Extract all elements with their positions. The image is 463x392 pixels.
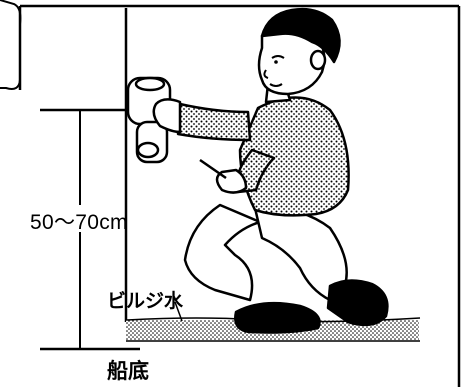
back-shoe: [326, 279, 389, 327]
dimension-lines: [40, 108, 140, 351]
jacket-torso: [238, 96, 350, 217]
man-hair: [260, 7, 341, 64]
bilge-water-label: ビルジ水: [107, 291, 184, 312]
height-range-label: 50〜70cm: [30, 211, 128, 234]
bilge-switch-icon: [126, 76, 172, 164]
front-shoe: [234, 301, 321, 334]
jacket-sleeve-front: [176, 102, 252, 142]
man-figure: [152, 7, 389, 334]
screwdriver-icon: [199, 158, 227, 180]
hull-bottom-label: 船底: [107, 360, 149, 383]
trouser-front-leg: [183, 203, 262, 302]
hand-on-switch: [152, 98, 182, 134]
